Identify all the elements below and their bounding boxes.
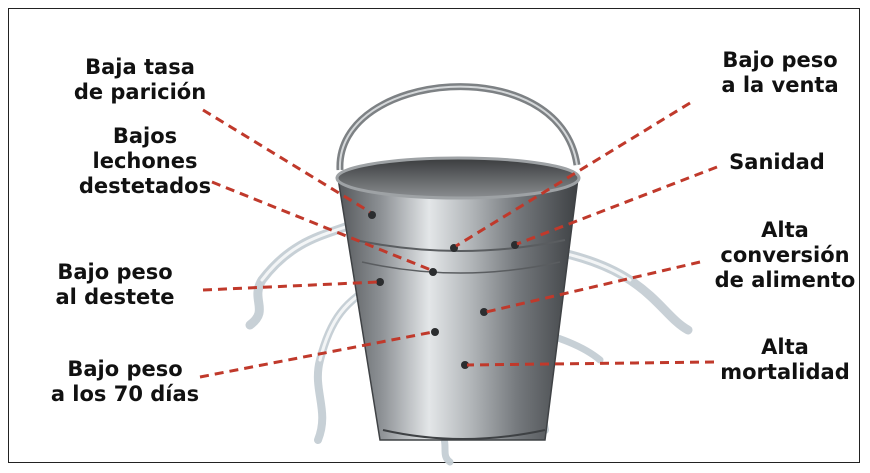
label-bajos-lechones-destetados: Bajos lechones destetados (35, 124, 255, 199)
label-bajo-peso-70-dias: Bajo peso a los 70 días (35, 357, 215, 407)
label-bajo-peso-venta: Bajo peso a la venta (695, 48, 865, 98)
leader-peso-destete (203, 282, 378, 290)
label-sanidad: Sanidad (712, 150, 842, 175)
label-bajo-peso-destete: Bajo peso al destete (35, 260, 195, 310)
label-alta-conversion-alimento: Alta conversión de alimento (700, 218, 870, 293)
label-alta-mortalidad: Alta mortalidad (705, 335, 865, 385)
label-baja-tasa-paricion: Baja tasa de parición (55, 55, 225, 105)
